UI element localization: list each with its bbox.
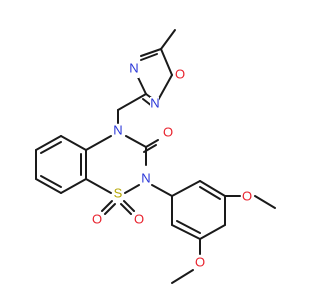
- bond-s-o-left-double: [104, 203, 116, 215]
- methoxy-oxygen-lower-label: O: [195, 255, 205, 270]
- bond-n4-c3: [125, 135, 147, 148]
- bond-n2-s1: [124, 184, 140, 194]
- bond-c5-o1: [160, 48, 173, 76]
- thiadiazine-ring: [85, 135, 159, 194]
- bond-c7-c8: [35, 178, 62, 194]
- bond-ar-5: [171, 224, 201, 240]
- bond-c3-ch2: [117, 93, 147, 111]
- methyl-bond: [160, 29, 176, 50]
- bond-ar-4: [199, 224, 226, 240]
- bond-ar-2-inner: [199, 186, 221, 200]
- methoxy-oxygen-upper-label: O: [242, 189, 252, 204]
- oxadiazole-nitrogen-top-label: N: [129, 61, 138, 76]
- dimethoxyphenyl-ring: [151, 180, 276, 284]
- fused-benzene-ring: [35, 135, 87, 194]
- bond-s-o-left: [101, 200, 113, 212]
- bond-c5-n4: [140, 48, 162, 57]
- bond-s-o-right: [123, 200, 135, 212]
- sulfonyl-group: [101, 200, 135, 215]
- bond-s-o-right-double: [120, 203, 132, 215]
- sulfonyl-oxygen-right-label: O: [134, 212, 144, 227]
- oxadiazole-oxygen-label: O: [175, 67, 185, 82]
- bond-c7-c8-inner: [40, 175, 62, 188]
- molecule-structure-canvas: N O N N O N S O O O O: [35, 29, 276, 284]
- bond-s1-c8a: [85, 178, 112, 194]
- bond-ome-upper-methyl: [254, 195, 276, 209]
- bond-n4-c4a: [85, 135, 112, 151]
- bond-c3-o: [145, 139, 159, 148]
- bond-c5-n4-double: [140, 53, 158, 61]
- bond-c5-c6: [35, 135, 62, 151]
- ring-nitrogen-n4-label: N: [113, 123, 122, 138]
- bond-ar-1: [171, 180, 201, 197]
- methylene-linker: [117, 93, 147, 124]
- molecule-structure: N O N N O N S O O O O: [35, 29, 276, 284]
- oxadiazole-nitrogen-bottom-label: N: [150, 96, 159, 111]
- bond-ome-lower-methyl: [171, 269, 194, 284]
- bond-c4a-c5: [60, 135, 87, 151]
- bond-ar-2: [199, 180, 226, 197]
- bond-ar-5-inner: [176, 220, 201, 234]
- bond-c5-c6-inner: [40, 141, 62, 154]
- ring-nitrogen-n2-label: N: [141, 171, 150, 186]
- bond-n2-c1prime: [151, 184, 173, 197]
- atom-labels: N O N N O N S O O O O: [92, 61, 252, 270]
- bond-c8-c8a: [60, 178, 87, 194]
- sulfur-label: S: [114, 186, 123, 201]
- sulfonyl-oxygen-left-label: O: [92, 212, 102, 227]
- carbonyl-oxygen-label: O: [163, 125, 173, 140]
- bond-o1-n2: [156, 74, 173, 103]
